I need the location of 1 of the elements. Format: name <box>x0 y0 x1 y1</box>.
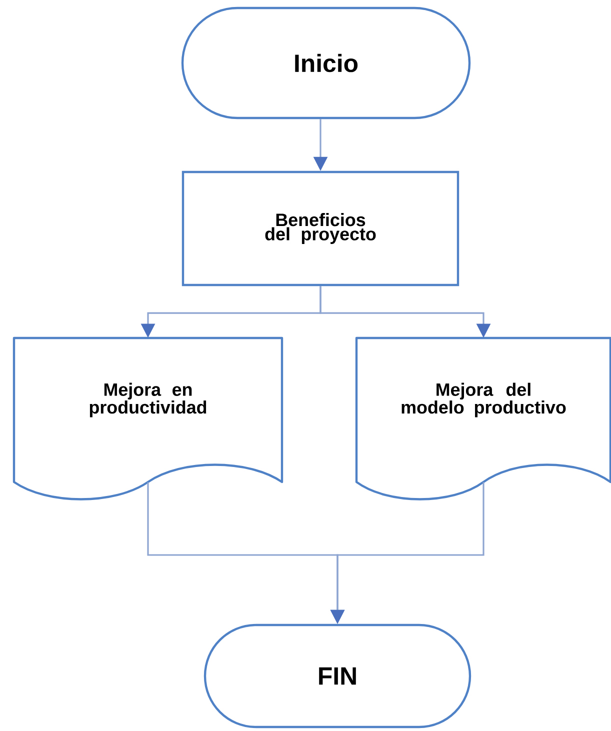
process-box: Beneficios del proyecto <box>182 170 460 286</box>
